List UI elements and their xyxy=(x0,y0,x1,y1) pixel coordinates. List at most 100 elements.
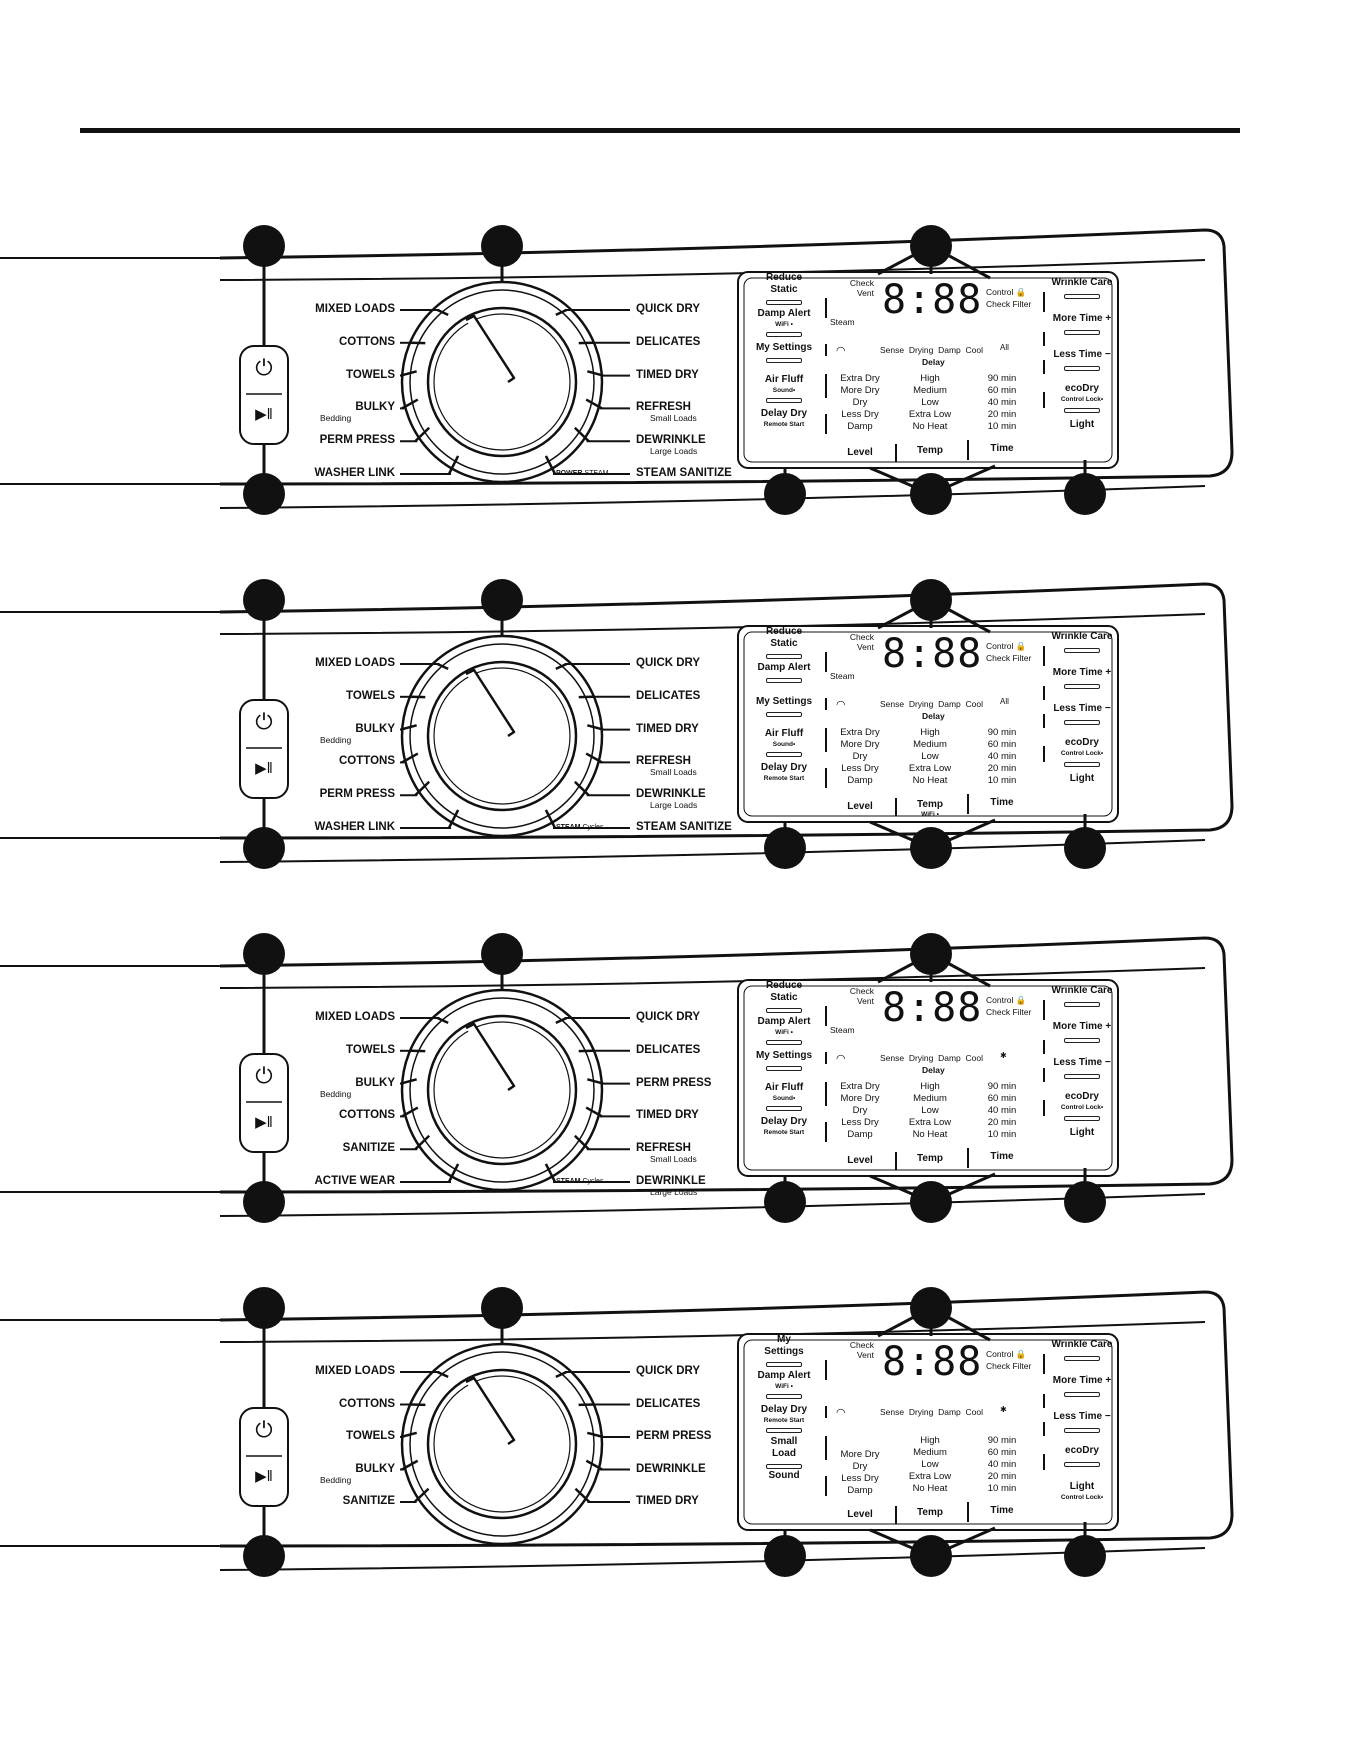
cycle-cottons[interactable]: COTTONS xyxy=(338,1109,395,1122)
button-my-settings[interactable]: My Settings xyxy=(756,696,812,708)
button-light[interactable]: Light xyxy=(1069,1481,1095,1492)
button-less-time[interactable]: Less Time − xyxy=(1053,349,1111,360)
cycle-perm-press[interactable]: PERM PRESS xyxy=(319,788,395,801)
cycle-quick-dry[interactable]: QUICK DRY xyxy=(636,303,701,315)
button-air-fluff[interactable]: Air Fluff xyxy=(765,374,803,386)
button-light[interactable]: Light xyxy=(1069,773,1095,784)
cycle-towels[interactable]: TOWELS xyxy=(346,1430,395,1442)
button-damp-alert[interactable]: Damp Alert xyxy=(758,1370,811,1382)
cycle-mixed-loads[interactable]: MIXED LOADS xyxy=(315,657,395,669)
cycle-delicates[interactable]: DELICATES xyxy=(636,1397,701,1410)
button-my-settings[interactable]: My Settings xyxy=(756,1050,812,1062)
cycle-delicates[interactable]: DELICATES xyxy=(636,689,701,702)
button-wrinkle-care[interactable]: Wrinkle Care xyxy=(1051,277,1113,288)
button-air-fluff[interactable]: Air Fluff xyxy=(765,1082,803,1094)
cycle-refresh[interactable]: REFRESH xyxy=(636,1142,691,1155)
start-pause-icon[interactable]: ▶‖ xyxy=(255,1468,273,1485)
temp-button[interactable]: Temp xyxy=(917,799,943,810)
cycle-towels[interactable]: TOWELS xyxy=(346,1043,395,1056)
cycle-mixed-loads[interactable]: MIXED LOADS xyxy=(315,303,395,315)
cycle-active-wear[interactable]: ACTIVE WEAR xyxy=(314,1175,396,1187)
power-icon[interactable]: ⏻ xyxy=(255,709,273,734)
power-icon[interactable]: ⏻ xyxy=(255,1417,273,1442)
button-wrinkle-care[interactable]: Wrinkle Care xyxy=(1051,985,1113,996)
button-ecodry[interactable]: ecoDry xyxy=(1065,383,1099,394)
cycle-bulky[interactable]: BULKY xyxy=(355,401,395,414)
button-light[interactable]: Light xyxy=(1069,419,1095,430)
cycle-towels[interactable]: TOWELS xyxy=(346,368,395,381)
cycle-perm-press[interactable]: PERM PRESS xyxy=(319,434,395,447)
button-sound[interactable]: Sound xyxy=(768,1470,799,1482)
cycle-refresh[interactable]: REFRESH xyxy=(636,755,691,768)
cycle-timed-dry[interactable]: TIMED DRY xyxy=(636,1495,699,1507)
cycle-cottons[interactable]: COTTONS xyxy=(338,1397,395,1410)
cycle-mixed-loads[interactable]: MIXED LOADS xyxy=(315,1365,395,1377)
cycle-sanitize[interactable]: SANITIZE xyxy=(342,1142,395,1155)
button-light[interactable]: Light xyxy=(1069,1127,1095,1138)
cycle-refresh[interactable]: REFRESH xyxy=(636,401,691,414)
button-less-time[interactable]: Less Time − xyxy=(1053,703,1111,714)
button-wrinkle-care[interactable]: Wrinkle Care xyxy=(1051,631,1113,642)
button-delay-dry[interactable]: Delay Dry xyxy=(761,408,807,420)
start-pause-icon[interactable]: ▶‖ xyxy=(255,760,273,777)
cycle-dewrinkle[interactable]: DEWRINKLE xyxy=(636,1175,706,1187)
button-more-time[interactable]: More Time + xyxy=(1052,667,1112,678)
cycle-washer-link[interactable]: WASHER LINK xyxy=(314,467,396,479)
button-less-time[interactable]: Less Time − xyxy=(1053,1057,1111,1068)
start-pause-icon[interactable]: ▶‖ xyxy=(255,1114,273,1131)
cycle-towels[interactable]: TOWELS xyxy=(346,689,395,702)
temp-button[interactable]: Temp xyxy=(917,1153,943,1164)
cycle-quick-dry[interactable]: QUICK DRY xyxy=(636,1011,701,1023)
cycle-mixed-loads[interactable]: MIXED LOADS xyxy=(315,1011,395,1023)
cycle-perm-press[interactable]: PERM PRESS xyxy=(636,1076,712,1089)
cycle-delicates[interactable]: DELICATES xyxy=(636,1043,701,1056)
button-ecodry[interactable]: ecoDry xyxy=(1065,737,1099,748)
button-damp-alert[interactable]: Damp Alert xyxy=(758,1016,811,1028)
cycle-timed-dry[interactable]: TIMED DRY xyxy=(636,722,699,735)
cycle-cottons[interactable]: COTTONS xyxy=(338,755,395,768)
cycle-dewrinkle[interactable]: DEWRINKLE xyxy=(636,1462,706,1475)
cycle-steam-sanitize[interactable]: STEAM SANITIZE xyxy=(636,821,732,833)
cycle-delicates[interactable]: DELICATES xyxy=(636,335,701,348)
button-more-time[interactable]: More Time + xyxy=(1052,1021,1112,1032)
temp-button[interactable]: Temp xyxy=(917,1507,943,1518)
cycle-dewrinkle[interactable]: DEWRINKLE xyxy=(636,434,706,447)
cycle-perm-press[interactable]: PERM PRESS xyxy=(636,1430,712,1442)
time-button[interactable]: Time xyxy=(990,1151,1014,1162)
button-wrinkle-care[interactable]: Wrinkle Care xyxy=(1051,1339,1113,1350)
time-button[interactable]: Time xyxy=(990,443,1014,454)
level-button[interactable]: Level xyxy=(847,447,873,458)
button-ecodry[interactable]: ecoDry xyxy=(1065,1445,1099,1456)
cycle-timed-dry[interactable]: TIMED DRY xyxy=(636,1109,699,1122)
level-button[interactable]: Level xyxy=(847,801,873,812)
time-button[interactable]: Time xyxy=(990,1505,1014,1516)
cycle-bulky[interactable]: BULKY xyxy=(355,1462,395,1475)
button-less-time[interactable]: Less Time − xyxy=(1053,1411,1111,1422)
cycle-dewrinkle[interactable]: DEWRINKLE xyxy=(636,788,706,801)
level-button[interactable]: Level xyxy=(847,1509,873,1520)
button-my-settings[interactable]: My Settings xyxy=(756,342,812,354)
cycle-bulky[interactable]: BULKY xyxy=(355,722,395,735)
button-more-time[interactable]: More Time + xyxy=(1052,313,1112,324)
button-more-time[interactable]: More Time + xyxy=(1052,1375,1112,1386)
cycle-washer-link[interactable]: WASHER LINK xyxy=(314,821,396,833)
cycle-bulky[interactable]: BULKY xyxy=(355,1076,395,1089)
cycle-steam-sanitize[interactable]: STEAM SANITIZE xyxy=(636,467,732,479)
time-button[interactable]: Time xyxy=(990,797,1014,808)
cycle-quick-dry[interactable]: QUICK DRY xyxy=(636,1365,701,1377)
cycle-timed-dry[interactable]: TIMED DRY xyxy=(636,368,699,381)
button-air-fluff[interactable]: Air Fluff xyxy=(765,728,803,740)
button-ecodry[interactable]: ecoDry xyxy=(1065,1091,1099,1102)
level-button[interactable]: Level xyxy=(847,1155,873,1166)
button-delay-dry[interactable]: Delay Dry xyxy=(761,1404,807,1416)
start-pause-icon[interactable]: ▶‖ xyxy=(255,406,273,423)
power-icon[interactable]: ⏻ xyxy=(255,355,273,380)
button-delay-dry[interactable]: Delay Dry xyxy=(761,1116,807,1128)
temp-button[interactable]: Temp xyxy=(917,445,943,456)
cycle-cottons[interactable]: COTTONS xyxy=(338,335,395,348)
